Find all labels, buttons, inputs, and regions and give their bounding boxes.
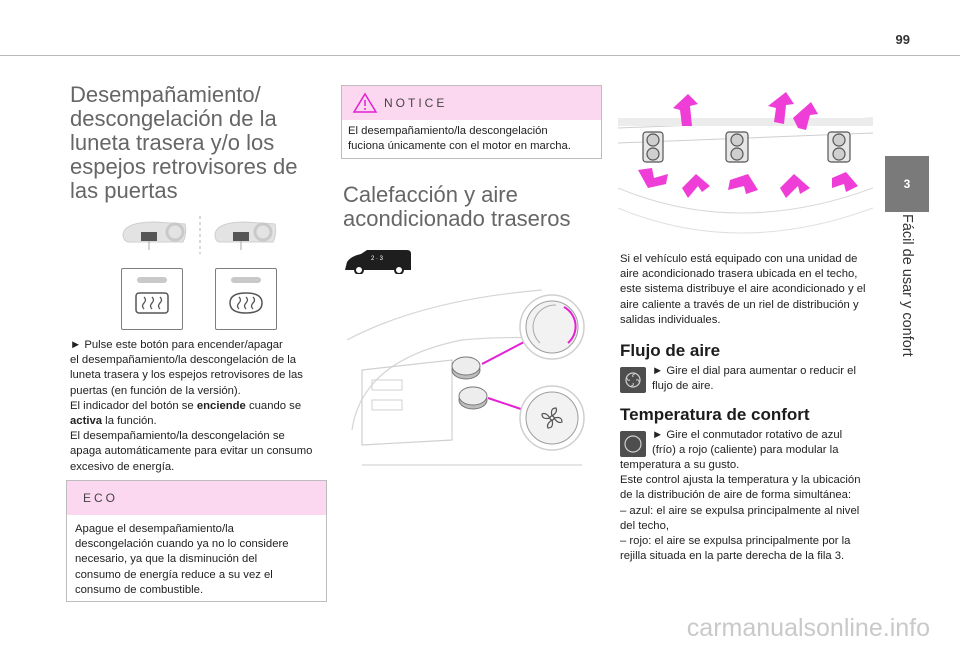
rear-console-illustration (346, 289, 585, 466)
text-line: el desempañamiento/la descongelación de … (70, 354, 297, 367)
text-line: este sistema distribuye el aire acondici… (620, 283, 866, 296)
chapter-title: Fácil de usar y confort (899, 214, 915, 357)
title-line: Desempañamiento/ (70, 82, 261, 107)
indicator-pre: El indicador del botón se (70, 399, 197, 412)
mirror-defrost-illustration (122, 216, 277, 254)
rear-defrost-icon (135, 277, 169, 314)
rear-ac-title: Calefacción y aire acondicionado trasero… (343, 183, 603, 231)
indicator-text: El indicador del botón se enciende cuand… (70, 399, 335, 414)
chapter-title-vertical: Fácil de usar y confort (885, 214, 929, 394)
rear-window-defrost-button[interactable] (121, 268, 183, 330)
mirror-defrost-button[interactable] (215, 268, 277, 330)
text-line: aire acondicionado trasera ubicada en el… (620, 268, 858, 281)
eco-header: ECO (67, 481, 326, 515)
van-icon: 2 · 3 (345, 250, 411, 274)
svg-text:2 · 3: 2 · 3 (371, 256, 384, 262)
air-flow-dial-icon (620, 367, 646, 393)
text-line: apaga automáticamente para evitar un con… (70, 445, 313, 458)
watermark: carmanualsonline.info (686, 614, 930, 642)
indicator-bold-active: activa (70, 415, 103, 428)
title-line: acondicionado traseros (343, 206, 571, 231)
text-line: puertas (en función de la versión). (70, 384, 241, 397)
defrost-instructions: ► Pulse este botón para encender/apagar … (70, 338, 335, 475)
text-line: consumo de combustible. (75, 583, 204, 596)
text-line: temperatura a su gusto. (620, 459, 740, 471)
title-line: descongelación de la (70, 106, 277, 131)
text-line: aire caliente a través de un riel de dis… (620, 298, 859, 311)
text-line: – azul: el aire se expulsa principalment… (620, 504, 860, 517)
eco-label: ECO (83, 491, 119, 505)
text-line: del techo, (620, 519, 669, 532)
text-line: de la distribución de aire de forma simu… (620, 489, 852, 502)
eco-box: ECO Apague el desempañamiento/la descong… (66, 480, 327, 602)
notice-label: NOTICE (384, 96, 448, 110)
rear-ac-intro: Si el vehículo está equipado con una uni… (620, 252, 882, 328)
title-line: Calefacción y aire (343, 182, 518, 207)
indicator-mid: cuando se (245, 399, 302, 412)
text-line: (frío) a rojo (caliente) para modular la (652, 444, 839, 457)
notice-text: El desempañamiento/la descongelación fuc… (342, 120, 601, 154)
defrost-title: Desempañamiento/ descongelación de la lu… (70, 83, 330, 203)
mirror-defrost-icon (229, 277, 263, 314)
text-line: ► Gire el dial para aumentar o reducir e… (652, 365, 856, 377)
title-line: espejos retrovisores de (70, 154, 298, 179)
air-flow-text: ► Gire el dial para aumentar o reducir e… (652, 364, 884, 394)
indicator-text-2: activa la función. (70, 414, 335, 429)
text-line: fuciona únicamente con el motor en march… (348, 140, 571, 153)
chapter-tab[interactable]: 3 (885, 156, 929, 212)
text-line: salidas individuales. (620, 313, 721, 326)
chapter-number: 3 (903, 177, 911, 191)
comfort-temp-text: temperatura a su gusto. Este control aju… (620, 458, 882, 564)
text-line: Este control ajusta la temperatura y la … (620, 474, 861, 487)
title-line: luneta trasera y/o los (70, 130, 275, 155)
comfort-temp-text-indented: ► Gire el conmutador rotativo de azul (f… (652, 428, 884, 458)
warning-icon (352, 92, 378, 113)
text-line: ► Gire el conmutador rotativo de azul (652, 429, 843, 441)
text-line: Apague el desempañamiento/la (75, 523, 234, 535)
notice-header: NOTICE (342, 86, 601, 120)
text-line: El desempañamiento/la descongelación (348, 125, 548, 137)
text-line: excesivo de energía. (70, 460, 175, 473)
text-line: luneta trasera y los espejos retrovisore… (70, 369, 303, 382)
roof-vents-illustration (618, 92, 873, 234)
header-rule (0, 55, 960, 56)
text-line: rejilla situada en la parte derecha de l… (620, 550, 845, 563)
text-line: – rojo: el aire se expulsa principalment… (620, 535, 851, 548)
page-number: 99 (895, 32, 910, 47)
text-line: consumo de energía reduce a su vez el (75, 568, 273, 581)
indicator-bold-on: enciende (196, 399, 246, 412)
text-line: ► Pulse este botón para encender/apagar (70, 339, 283, 351)
text-line: flujo de aire. (652, 380, 714, 393)
text-line: necesario, ya que la disminución del (75, 553, 258, 566)
text-line: descongelación cuando ya no lo considere (75, 538, 289, 551)
title-line: las puertas (70, 178, 178, 203)
indicator-post: la función. (102, 415, 157, 428)
text-line: El desempañamiento/la descongelación se (70, 430, 285, 443)
comfort-temp-heading: Temperatura de confort (620, 405, 810, 424)
eco-text: Apague el desempañamiento/la descongelac… (67, 515, 326, 598)
temperature-dial-icon (620, 431, 646, 457)
text-line: Si el vehículo está equipado con una uni… (620, 253, 858, 265)
air-flow-heading: Flujo de aire (620, 341, 721, 360)
notice-box: NOTICE El desempañamiento/la descongelac… (341, 85, 602, 159)
